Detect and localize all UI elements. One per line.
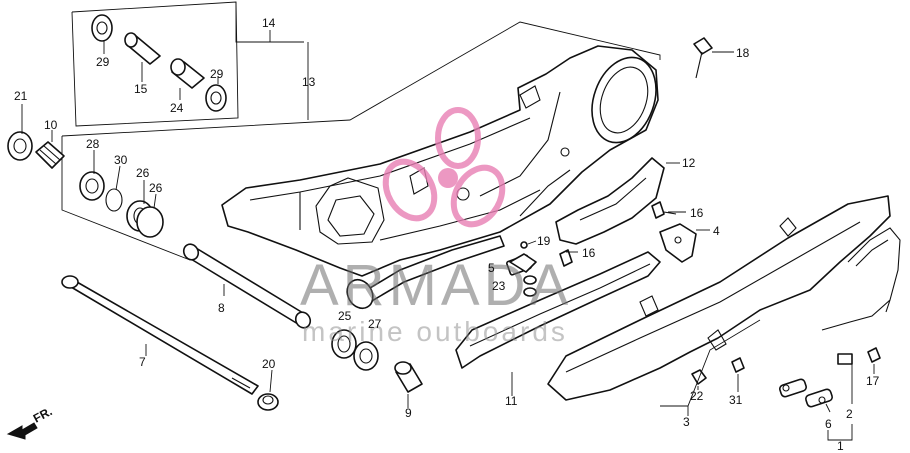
part-4-bracket [659, 223, 697, 263]
callout-23: 23 [492, 279, 506, 293]
part-18-bolt [693, 37, 713, 79]
part-25-needle-bearing [331, 329, 357, 359]
callout-11: 11 [505, 394, 518, 408]
callout-8: 8 [218, 301, 225, 315]
callout-24: 24 [170, 101, 184, 115]
part-6-chain-joint [779, 378, 833, 408]
callout-26a: 26 [136, 166, 150, 180]
part-21-cap [7, 131, 33, 161]
callout-7: 7 [139, 355, 146, 369]
front-direction-label: FR. [31, 404, 55, 425]
callout-13: 13 [302, 75, 316, 89]
callout-27: 27 [368, 317, 382, 331]
callout-2: 2 [846, 407, 853, 421]
callout-20: 20 [262, 357, 276, 371]
callout-labels: 1 2 3 4 5 6 7 8 9 10 11 12 13 14 15 16 1… [14, 16, 880, 453]
callout-4: 4 [713, 224, 720, 238]
part-9-bushing [394, 361, 423, 393]
callout-18: 18 [736, 46, 750, 60]
part-29-bearing-bottom [205, 84, 227, 112]
part-15-collar [124, 32, 161, 65]
part-8-collar [182, 243, 312, 329]
watermark-tagline: marine outboards [302, 316, 568, 347]
callout-30: 30 [114, 153, 128, 167]
part-19-screw [520, 241, 528, 249]
part-16-bolt-lower [559, 249, 573, 267]
part-10-dust-seal [35, 141, 65, 169]
callout-14: 14 [262, 16, 276, 30]
callout-26b: 26 [149, 181, 163, 195]
callout-25: 25 [338, 309, 352, 323]
part-7-pivot-bolt [61, 275, 259, 395]
front-direction-arrow [6, 422, 38, 440]
callout-17: 17 [866, 374, 880, 388]
part-16-bolt-upper [651, 201, 677, 219]
part-29-bearing-top [91, 14, 113, 42]
callout-29a: 29 [96, 55, 110, 69]
callout-29b: 29 [210, 67, 224, 81]
callout-3: 3 [683, 415, 690, 429]
callout-19: 19 [537, 234, 551, 248]
assembly-bracket-13 [61, 1, 661, 261]
part-20-nut [257, 393, 279, 411]
callout-6: 6 [825, 417, 832, 431]
callout-28: 28 [86, 137, 100, 151]
part-24-bushing [170, 58, 205, 89]
part-23-washer [523, 275, 537, 297]
part-12-chain-guard [555, 157, 665, 245]
callout-22: 22 [690, 389, 704, 403]
callout-9: 9 [405, 406, 412, 420]
callout-31: 31 [729, 393, 743, 407]
part-5-clip [509, 253, 537, 273]
watermark-name: ARMADA [300, 253, 572, 318]
part-31-bolt [731, 357, 745, 373]
swingarm-lower-arm [346, 235, 505, 310]
part-30-circlip [105, 188, 123, 212]
callout-10: 10 [44, 118, 58, 132]
callout-16b: 16 [582, 246, 596, 260]
callout-5: 5 [488, 261, 495, 275]
part-26-bearing [126, 200, 164, 238]
leader-lines [21, 40, 875, 441]
part-28-bearing [79, 171, 105, 201]
part-2-chain-link-plate [837, 353, 853, 365]
callout-21: 21 [14, 89, 28, 103]
callout-15: 15 [134, 82, 148, 96]
propeller-logo-icon [382, 107, 506, 228]
part-3-chain-case [547, 195, 891, 401]
drive-chain [821, 227, 901, 331]
callout-12: 12 [682, 156, 696, 170]
callout-1: 1 [837, 439, 844, 453]
part-17-bolt [867, 347, 881, 363]
swingarm [221, 45, 659, 277]
callout-16a: 16 [690, 206, 704, 220]
part-27-bearing [353, 341, 379, 371]
